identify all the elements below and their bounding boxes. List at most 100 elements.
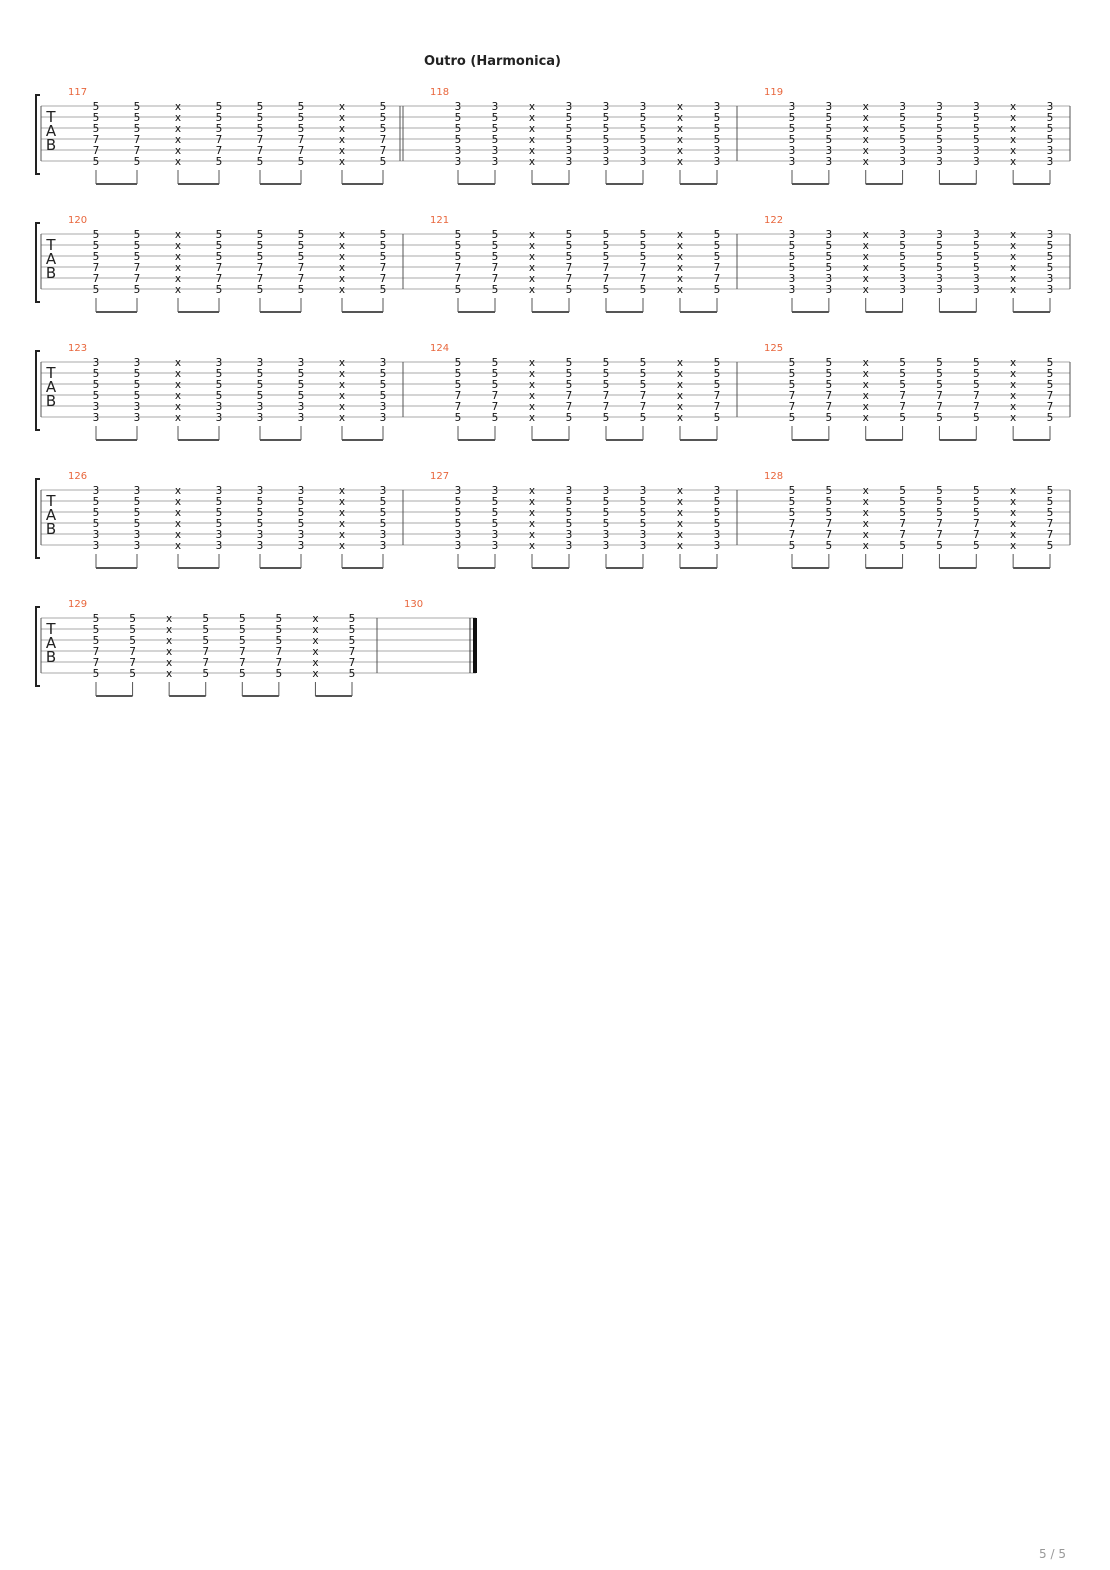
fret-number: x xyxy=(1010,529,1016,541)
fret-number: 5 xyxy=(1047,123,1054,135)
fret-number: x xyxy=(677,262,683,274)
fret-number: x xyxy=(863,368,869,380)
fret-number: 5 xyxy=(714,412,721,424)
fret-number: 5 xyxy=(492,240,499,252)
fret-number: 3 xyxy=(134,357,141,369)
fret-number: x xyxy=(1010,123,1016,135)
fret-number: 5 xyxy=(640,357,647,369)
fret-number: 5 xyxy=(216,251,223,263)
fret-number: 5 xyxy=(298,496,305,508)
fret-number: x xyxy=(175,412,181,424)
fret-number: 5 xyxy=(492,112,499,124)
fret-number: 7 xyxy=(202,657,209,669)
fret-number: 5 xyxy=(216,518,223,530)
fret-number: 5 xyxy=(298,251,305,263)
fret-number: 5 xyxy=(298,379,305,391)
fret-number: 3 xyxy=(973,101,980,113)
fret-number: 5 xyxy=(603,284,610,296)
fret-number: 7 xyxy=(257,145,264,157)
fret-number: 5 xyxy=(899,412,906,424)
tab-system: TAB126355533355533xxxxxx3555333555333555… xyxy=(35,471,1071,569)
fret-number: 5 xyxy=(826,496,833,508)
fret-number: x xyxy=(312,657,318,669)
tab-clef-letter: T xyxy=(45,236,56,254)
fret-number: 3 xyxy=(1047,273,1054,285)
fret-number: 7 xyxy=(239,657,246,669)
fret-number: x xyxy=(1010,145,1016,157)
fret-number: 5 xyxy=(257,368,264,380)
fret-number: 7 xyxy=(714,401,721,413)
fret-number: 5 xyxy=(492,379,499,391)
fret-number: 5 xyxy=(455,357,462,369)
fret-number: 5 xyxy=(936,485,943,497)
fret-number: 5 xyxy=(216,229,223,241)
fret-number: 5 xyxy=(492,357,499,369)
fret-number: 3 xyxy=(455,485,462,497)
fret-number: 5 xyxy=(455,379,462,391)
fret-number: 5 xyxy=(492,507,499,519)
fret-number: 5 xyxy=(93,368,100,380)
fret-number: 5 xyxy=(566,240,573,252)
tab-clef-letter: B xyxy=(46,648,56,666)
fret-number: 5 xyxy=(492,496,499,508)
fret-number: 3 xyxy=(826,273,833,285)
fret-number: 5 xyxy=(603,240,610,252)
fret-number: 7 xyxy=(298,273,305,285)
fret-number: 3 xyxy=(789,145,796,157)
fret-number: x xyxy=(166,635,172,647)
fret-number: 3 xyxy=(714,156,721,168)
fret-number: 7 xyxy=(603,262,610,274)
fret-number: 7 xyxy=(826,518,833,530)
fret-number: 5 xyxy=(936,507,943,519)
fret-number: x xyxy=(339,262,345,274)
fret-number: 7 xyxy=(789,529,796,541)
fret-number: 5 xyxy=(566,379,573,391)
fret-number: 5 xyxy=(93,624,100,636)
tab-clef-letter: B xyxy=(46,392,56,410)
fret-number: 5 xyxy=(455,240,462,252)
fret-number: x xyxy=(339,229,345,241)
fret-number: 5 xyxy=(973,240,980,252)
fret-number: 3 xyxy=(603,540,610,552)
fret-number: x xyxy=(1010,540,1016,552)
fret-number: 5 xyxy=(973,357,980,369)
fret-number: 7 xyxy=(640,390,647,402)
fret-number: 3 xyxy=(455,540,462,552)
fret-number: x xyxy=(1010,357,1016,369)
fret-number: 5 xyxy=(380,518,387,530)
fret-number: 7 xyxy=(492,273,499,285)
fret-number: 3 xyxy=(298,540,305,552)
fret-number: 5 xyxy=(566,251,573,263)
fret-number: 3 xyxy=(899,273,906,285)
note-beam xyxy=(260,439,301,441)
fret-number: 5 xyxy=(216,123,223,135)
system-bracket xyxy=(35,478,40,559)
fret-number: 5 xyxy=(298,507,305,519)
fret-number: 7 xyxy=(1047,390,1054,402)
note-beam xyxy=(315,695,352,697)
note-beam xyxy=(96,695,133,697)
fret-number: x xyxy=(1010,412,1016,424)
fret-number: x xyxy=(175,156,181,168)
note-beam xyxy=(606,183,643,185)
fret-number: 5 xyxy=(714,134,721,146)
fret-number: x xyxy=(529,507,535,519)
fret-number: 5 xyxy=(566,412,573,424)
note-beam xyxy=(792,439,829,441)
note-beam xyxy=(680,311,717,313)
fret-number: 3 xyxy=(492,156,499,168)
fret-number: x xyxy=(677,518,683,530)
fret-number: 5 xyxy=(349,635,356,647)
fret-number: x xyxy=(175,529,181,541)
fret-number: 3 xyxy=(936,284,943,296)
fret-number: 5 xyxy=(936,496,943,508)
fret-number: 5 xyxy=(789,251,796,263)
fret-number: x xyxy=(863,145,869,157)
fret-number: 3 xyxy=(298,401,305,413)
final-barline-thick xyxy=(473,618,477,673)
fret-number: 5 xyxy=(257,284,264,296)
fret-number: 7 xyxy=(257,134,264,146)
measure-number: 126 xyxy=(68,471,87,482)
fret-number: 7 xyxy=(789,401,796,413)
fret-number: x xyxy=(175,401,181,413)
